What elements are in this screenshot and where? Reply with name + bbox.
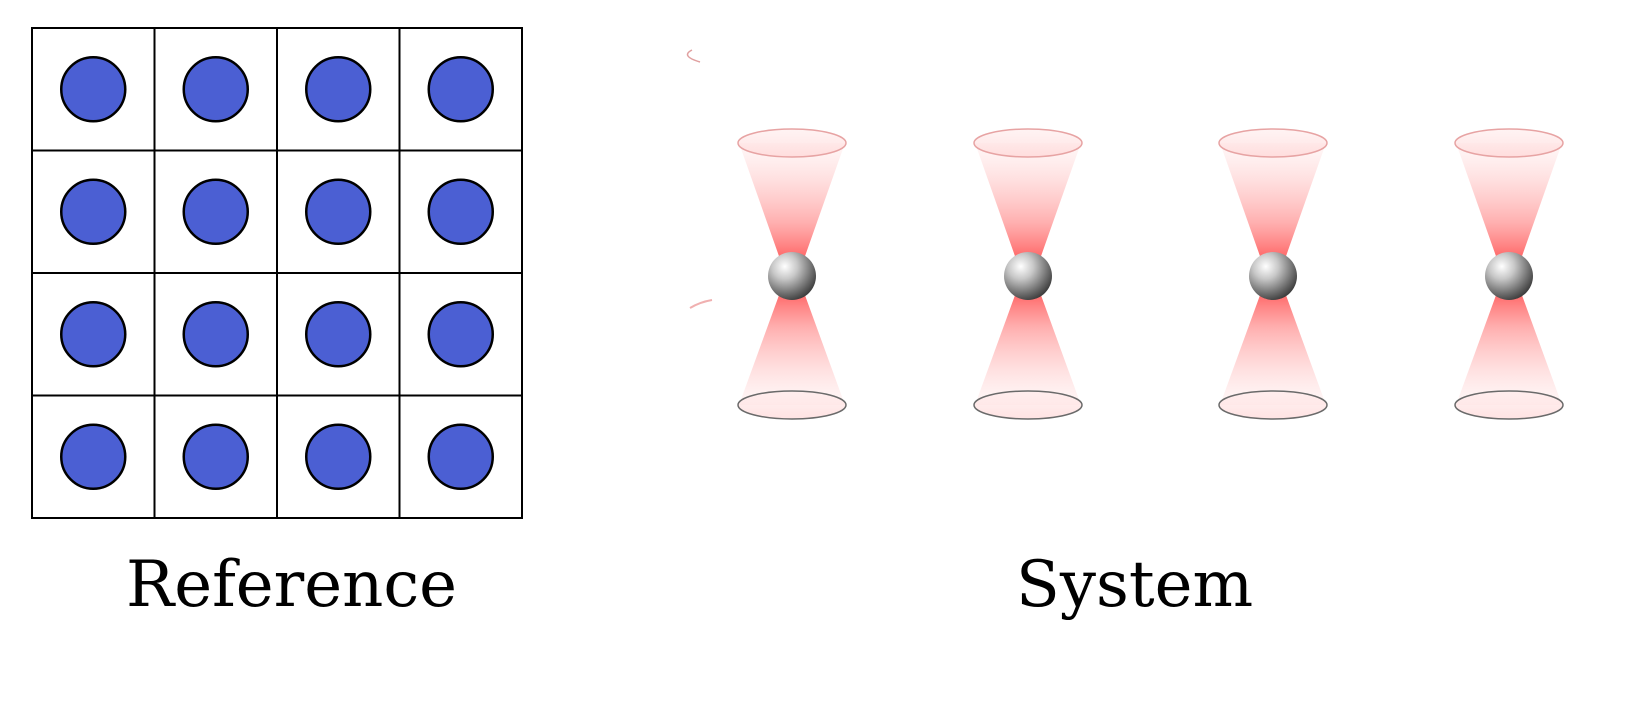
grid-dot <box>182 301 249 368</box>
grid-dot <box>427 301 494 368</box>
trapped-atom <box>1004 252 1052 300</box>
optical-trap <box>1454 128 1564 420</box>
laser-beam-lower <box>739 276 845 405</box>
beam-aperture-bottom <box>973 390 1083 420</box>
beam-aperture-top <box>973 128 1083 158</box>
beam-aperture-bottom <box>1218 390 1328 420</box>
beam-aperture-bottom <box>1454 390 1564 420</box>
laser-beam-upper <box>739 143 845 276</box>
stray-mark-top <box>686 49 701 63</box>
grid-dot <box>427 178 494 245</box>
laser-beam-lower <box>975 276 1081 405</box>
beam-aperture-bottom <box>737 390 847 420</box>
laser-beam-upper <box>1220 143 1326 276</box>
optical-trap <box>737 128 847 420</box>
grid-dot <box>182 423 249 490</box>
grid-dot <box>305 178 372 245</box>
grid-dot <box>305 301 372 368</box>
system-caption: System <box>1016 548 1254 622</box>
grid-dot <box>305 423 372 490</box>
beam-aperture-top <box>1218 128 1328 158</box>
grid-dot <box>182 178 249 245</box>
optical-trap <box>973 128 1083 420</box>
beam-aperture-top <box>1454 128 1564 158</box>
grid-dot <box>305 56 372 123</box>
laser-beam-lower <box>1220 276 1326 405</box>
reference-grid <box>31 27 523 519</box>
laser-beam-upper <box>1456 143 1562 276</box>
stray-mark-bottom <box>689 299 713 309</box>
system-traps <box>737 128 1564 420</box>
reference-caption: Reference <box>126 548 458 622</box>
grid-dot <box>60 301 127 368</box>
trapped-atom <box>1249 252 1297 300</box>
grid-dot <box>182 56 249 123</box>
grid-dot <box>60 423 127 490</box>
beam-aperture-top <box>737 128 847 158</box>
grid-dot <box>427 423 494 490</box>
grid-dot <box>427 56 494 123</box>
optical-trap <box>1218 128 1328 420</box>
laser-beam-lower <box>1456 276 1562 405</box>
grid-dot <box>60 56 127 123</box>
grid-dot <box>60 178 127 245</box>
laser-beam-upper <box>975 143 1081 276</box>
trapped-atom <box>768 252 816 300</box>
trapped-atom <box>1485 252 1533 300</box>
